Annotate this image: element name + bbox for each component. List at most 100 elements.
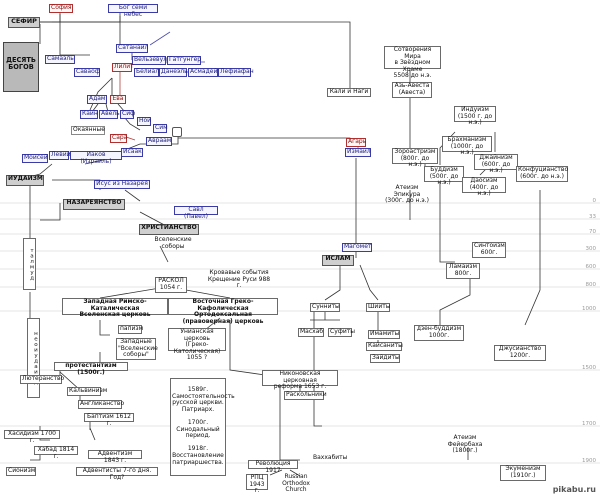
iakov-node: Иаков (Израиль) bbox=[70, 151, 122, 164]
baptizm-node: Баптизм 1612 г. bbox=[84, 413, 134, 426]
raskolniki-node: Раскольники bbox=[284, 391, 327, 400]
zoroastrizm-node: Зороастризм (800г. до н.э.) bbox=[392, 148, 438, 168]
revolyuciya-node: Революция 1917 bbox=[248, 460, 298, 473]
lilit-node: Лилит bbox=[112, 63, 134, 72]
year-label: 1500 bbox=[582, 365, 596, 371]
sufity-node: Суфиты bbox=[328, 328, 356, 337]
kaysanity-node: Кайсаниты bbox=[366, 342, 403, 351]
kali-nagi-node: Кали и Наги bbox=[327, 88, 371, 97]
danel-node: Данеэль bbox=[159, 68, 188, 77]
vahhabity-node: Ваххабиты bbox=[313, 454, 348, 461]
sara-node: Сара bbox=[110, 134, 128, 143]
adam-node: Адам bbox=[87, 95, 107, 104]
buddizm-node: Буддизм (500г. до н.э.) bbox=[424, 166, 464, 186]
induizm-node: Индуизм (1500 г. до н.э.) bbox=[454, 106, 496, 126]
lefiafan-node: Лефиафан bbox=[218, 68, 254, 77]
year-label: 300 bbox=[585, 246, 597, 252]
konfucianstvo-node: Конфуцианство (600г. до н.э.) bbox=[516, 166, 568, 182]
noi-node: Ной bbox=[137, 117, 152, 126]
desyat-bogov-node: ДЕСЯТЬ БОГОВ bbox=[3, 42, 39, 92]
adventizm-node: Адвентизм 1843 г. bbox=[88, 450, 142, 463]
year-label: 1000 bbox=[582, 306, 596, 312]
year-label: 1700 bbox=[582, 421, 596, 427]
krovavye-sobytiya-node: Кровавые события Крещение Руси 988 г. bbox=[207, 269, 271, 290]
belial-node: Белиал bbox=[134, 68, 160, 77]
samostoyatelnost-node: 1589г. Самостоятельность русской церкви.… bbox=[170, 378, 235, 476]
okayannye-node: Окаянные bbox=[71, 126, 105, 135]
habad-node: Хабад 1814 г. bbox=[34, 446, 78, 459]
sefir-node: СЕФИР bbox=[8, 17, 40, 28]
anglikanstvo-node: Англиканство bbox=[78, 400, 125, 409]
brahmanizm-node: Брахманизм (1000г. до н.э.) bbox=[442, 136, 492, 156]
asmadei-node: Асмадей bbox=[188, 68, 218, 77]
shiity-node: Шииты bbox=[366, 303, 391, 312]
az-avesta-node: Азь-Авеста (Авеста) bbox=[392, 82, 432, 98]
levii-node: Левий bbox=[49, 151, 71, 160]
masxab-node: Масхаб bbox=[298, 328, 324, 337]
sotvorenie-mira-node: Сотворения Мира в Звёздном Храме 5508 до… bbox=[384, 46, 441, 79]
sionizm-node: Сионизм bbox=[6, 467, 36, 476]
hasidizm-node: Хасидизм 1700 г. bbox=[4, 430, 60, 443]
iudaizm-node: ИУДАИЗМ bbox=[6, 175, 44, 186]
dzhainizm-node: Джайнизм (600г. до н.э.) bbox=[474, 154, 518, 174]
sunnity-node: Сунниты bbox=[310, 303, 340, 312]
izmail-node: Измаил bbox=[345, 148, 371, 157]
year-label: 70 bbox=[589, 229, 596, 235]
gatgunger-node: Гатгунгер bbox=[167, 56, 202, 65]
unianskaya-cerkov-node: Унианская церковь (Греко-Католическая) 1… bbox=[168, 328, 226, 361]
russian-orthodox-church-node: Russian Orthodox Church bbox=[282, 473, 310, 494]
avel-node: Авель bbox=[99, 110, 120, 119]
vostochnaya-cerkov-node: Восточная Греко-Кафолическая Ортодоксаль… bbox=[168, 298, 278, 325]
protestantizm-node: протестантизм (1500г.) bbox=[54, 362, 128, 375]
zaidity-node: Зайдиты bbox=[370, 354, 400, 363]
hristianstvo-node: ХРИСТИАНСТВО bbox=[139, 224, 199, 235]
agar-node: Агарь bbox=[346, 138, 367, 147]
eva-node: Ева bbox=[110, 95, 126, 104]
zapadnye-sobory-node: Западные "Вселенские соборы" bbox=[116, 338, 158, 360]
bog-semi-nebes-node: Бог семи небес bbox=[108, 4, 158, 17]
watermark: pikabu.ru bbox=[552, 485, 596, 494]
year-label: 600 bbox=[585, 264, 597, 270]
isus-node: Исус из Назарея bbox=[94, 180, 150, 189]
year-label: 0 bbox=[592, 198, 597, 204]
savl-node: Савл (Павел) bbox=[174, 206, 218, 219]
avraam-node: Авраам bbox=[146, 137, 172, 146]
nikonovskaya-reforma-node: Никоновская церковная реформа 1653 г. bbox=[262, 370, 338, 390]
year-label: 800 bbox=[585, 282, 597, 288]
islam-node: ИСЛАМ bbox=[322, 255, 354, 266]
velzevul-node: Вельзевул bbox=[132, 56, 167, 65]
talmud-node: талмуд bbox=[23, 238, 36, 290]
zapadnaya-cerkov-node: Западная Римско-Каталическая Вселенская … bbox=[62, 298, 168, 318]
ateizm-epikura-node: Атеизм Эпикура (300г. до н.э.) bbox=[385, 184, 429, 205]
dzen-buddizm-node: дзен-буддизм 1000г. bbox=[414, 325, 464, 341]
papizm-node: папизм bbox=[118, 325, 144, 334]
nazareyanstvo-node: НАЗАРЕЯНСТВО bbox=[63, 199, 125, 210]
dzhusianstvo-node: Джусианство 1200г. bbox=[494, 345, 546, 361]
circle-marker bbox=[172, 127, 182, 137]
samael-node: Самаэль bbox=[45, 55, 75, 64]
rpc-node: РПЦ 1943 г. bbox=[246, 474, 268, 494]
vselenskie-sobory-node: Вселенские соборы bbox=[154, 236, 192, 250]
sintoizm-node: Синтоизм 600г. bbox=[472, 242, 506, 258]
imamity-node: Имамиты bbox=[368, 330, 400, 339]
lamaizm-node: Ламаизм 800г. bbox=[446, 263, 480, 279]
sim-node: Сим bbox=[153, 124, 168, 133]
savaof-node: Саваоф bbox=[74, 68, 100, 77]
satanail-node: Сатанаил bbox=[116, 44, 149, 53]
kalvinizm-node: Кальвинизм bbox=[67, 387, 108, 396]
daosizm-node: Даосизм (400г. до н.э.) bbox=[462, 177, 506, 197]
lyuteranstvo-node: Лютеранство bbox=[20, 375, 65, 384]
kain-node: Каин bbox=[80, 110, 98, 119]
magomet-node: Магомет bbox=[342, 243, 372, 252]
year-label: 1900 bbox=[582, 458, 596, 464]
raskol-node: РАСКОЛ 1054 г. bbox=[155, 277, 187, 293]
moisei-node: Моисей bbox=[22, 154, 48, 163]
adventisty-node: Адвентисты 7-го дня. Год? bbox=[76, 467, 158, 480]
ekumenizm-node: Экуменизм (1910г.) bbox=[500, 465, 546, 481]
sif-node: Сиф bbox=[120, 110, 136, 119]
isaak-node: Исаак bbox=[121, 148, 143, 157]
sofia-node: София bbox=[49, 4, 73, 13]
ateizm-feierbaha-node: Атеизм Фейербаха (1800г.) bbox=[447, 434, 483, 455]
neoiudaizm-node: неоиудаизм bbox=[27, 318, 40, 398]
